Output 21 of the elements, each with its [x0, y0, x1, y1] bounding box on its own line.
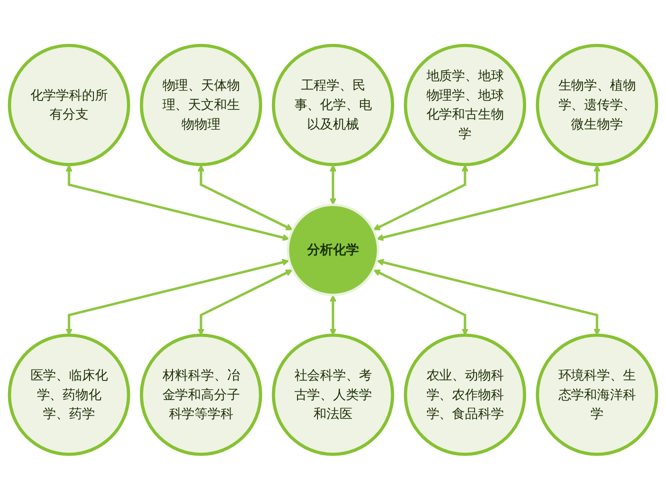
node-circle: 材料科学、冶金学和高分子科学等学科 — [140, 334, 262, 456]
arrow — [376, 258, 601, 336]
arrow — [373, 270, 469, 336]
node-circle: 农业、动物科学、农作物科学、食品科学 — [404, 334, 526, 456]
node-circle: 工程学、民事、化学、电以及机械 — [272, 44, 394, 166]
arrow — [329, 164, 337, 206]
arrow — [329, 295, 337, 336]
node-circle: 物理、天体物理、天文和生物物理 — [140, 44, 262, 166]
node-circle: 生物学、植物学、遗传学、微生物学 — [536, 44, 658, 166]
node-circle: 环境科学、生态学和海洋科学 — [536, 334, 658, 456]
arrow — [197, 164, 293, 230]
arrow — [65, 164, 290, 242]
node-circle: 分析化学 — [286, 204, 380, 296]
node-circle: 医学、临床化学、药物化学、药学 — [8, 334, 130, 456]
arrow — [65, 258, 290, 336]
node-circle: 地质学、地球物理学、地球化学和古生物学 — [404, 44, 526, 166]
arrow — [376, 164, 601, 242]
arrow — [373, 164, 469, 230]
arrow — [197, 270, 293, 336]
node-circle: 化学学科的所有分支 — [8, 44, 130, 166]
node-circle: 社会科学、考古学、人类学和法医 — [272, 334, 394, 456]
